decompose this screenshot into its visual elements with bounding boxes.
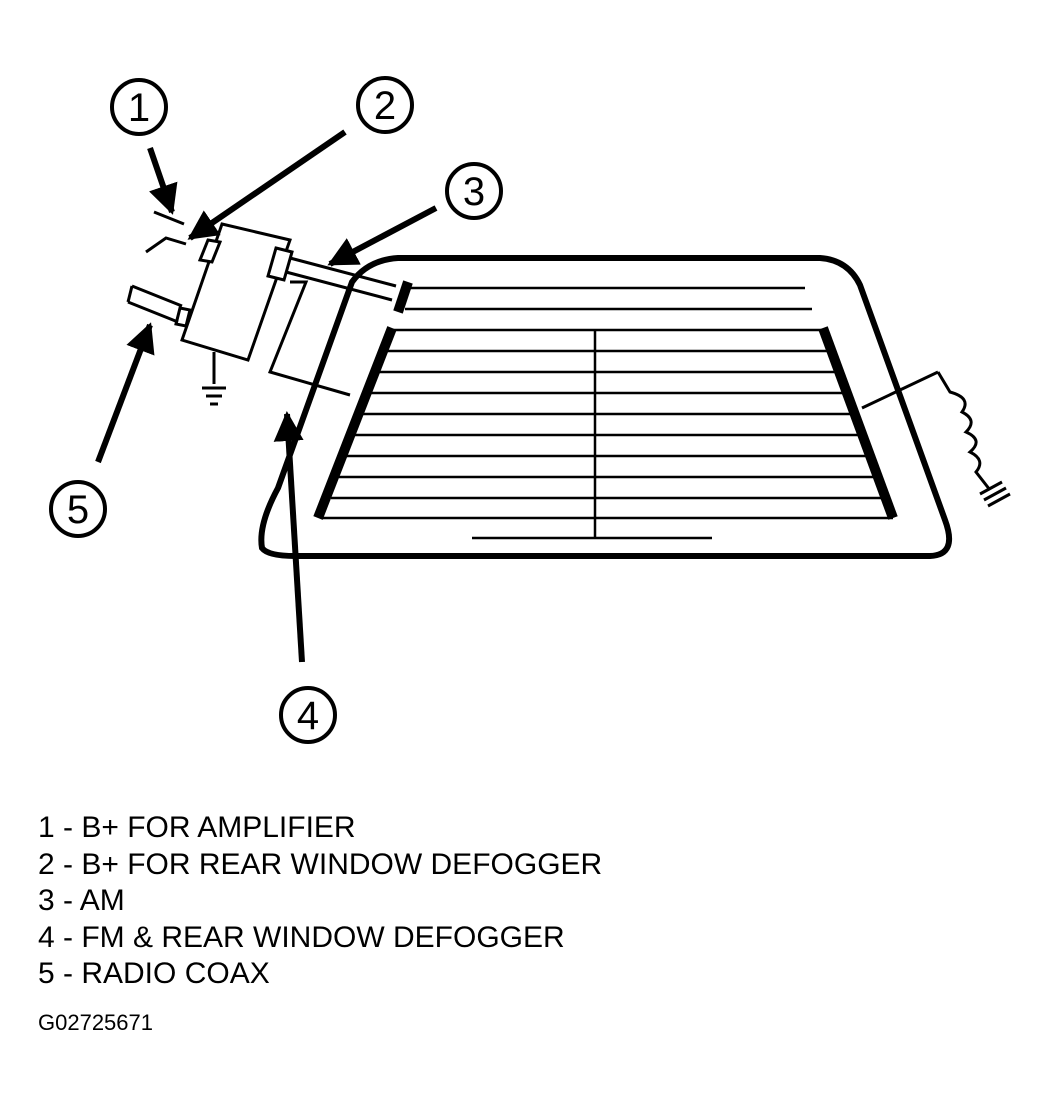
ground-choke-coil	[861, 370, 1011, 508]
legend: 1 - B+ FOR AMPLIFIER 2 - B+ FOR REAR WIN…	[38, 810, 602, 993]
defogger-grid	[313, 280, 898, 540]
callout-number: 4	[297, 694, 319, 738]
legend-item-2: 2 - B+ FOR REAR WINDOW DEFOGGER	[38, 847, 603, 881]
callout-5: 5	[49, 480, 107, 538]
callout-2: 2	[356, 76, 414, 134]
legend-item-4: 4 - FM & REAR WINDOW DEFOGGER	[38, 920, 565, 954]
legend-item-3: 3 - AM	[38, 884, 125, 917]
leader-4	[273, 411, 305, 663]
callout-number: 5	[67, 488, 89, 532]
leader-3	[327, 205, 438, 267]
legend-item-1: 1 - B+ FOR AMPLIFIER	[38, 811, 356, 844]
callout-number: 2	[374, 84, 396, 128]
leader-5	[95, 322, 155, 464]
callout-1: 1	[110, 78, 168, 136]
callout-number: 3	[463, 170, 485, 214]
callout-number: 1	[128, 86, 150, 130]
antenna-amplifier-module	[126, 210, 397, 406]
leader-1	[147, 147, 178, 215]
leader-2	[187, 129, 347, 241]
callout-3: 3	[445, 162, 503, 220]
legend-item-5: 5 - RADIO COAX	[38, 957, 270, 990]
callout-leaders	[95, 129, 438, 663]
figure-id: G02725671	[38, 1010, 153, 1035]
callout-4: 4	[279, 686, 337, 744]
